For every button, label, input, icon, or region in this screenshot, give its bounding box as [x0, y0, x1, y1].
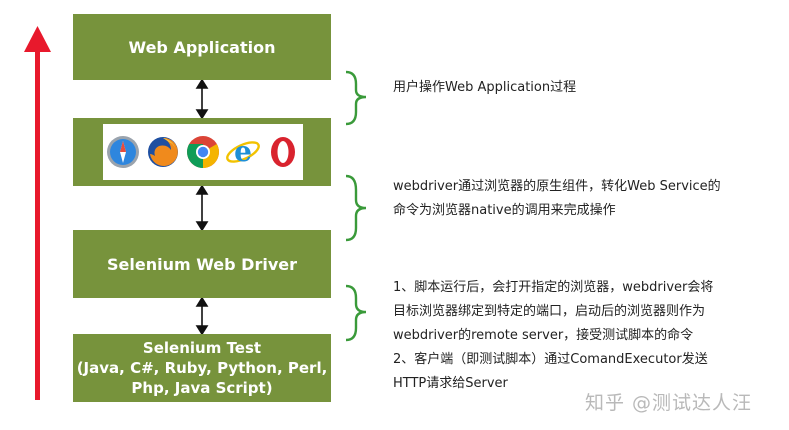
brace-2 [345, 174, 367, 242]
web-application-box: Web Application [73, 14, 331, 80]
brace-1 [345, 70, 367, 126]
flow-arrow-shaft [35, 50, 40, 400]
svg-text:e: e [234, 135, 252, 168]
watermark: 知乎 @测试达人汪 [585, 392, 753, 414]
annotation-line: webdriver通过浏览器的原生组件，转化Web Service的 [393, 179, 721, 194]
brace-3 [345, 284, 367, 342]
selenium-test-langs-line2: Php, Java Script) [131, 379, 273, 397]
selenium-web-driver-box: Selenium Web Driver [73, 230, 331, 298]
flow-arrow-head [24, 26, 51, 52]
annotation-line: 命令为浏览器native的调用来完成操作 [393, 203, 616, 218]
annotation-line: 2、客户端（即测试脚本）通过ComandExecutor发送 [393, 352, 708, 367]
selenium-test-langs-line1: (Java, C#, Ruby, Python, Perl, [76, 359, 328, 377]
annotation-line: webdriver的remote server，接受测试脚本的命令 [393, 328, 694, 343]
selenium-test-title: Selenium Test [142, 339, 262, 357]
firefox-icon [148, 137, 178, 167]
annotation-line: 用户操作Web Application过程 [393, 80, 577, 95]
double-arrow-3 [195, 296, 209, 336]
safari-icon [107, 136, 139, 168]
annotation-line: 1、脚本运行后，会打开指定的浏览器，webdriver会将 [393, 280, 714, 295]
annotation-line: 目标浏览器绑定到特定的端口，启动后的浏览器则作为 [393, 304, 706, 319]
double-arrow-2 [195, 184, 209, 232]
annotation-script-flow: 1、脚本运行后，会打开指定的浏览器，webdriver会将 目标浏览器绑定到特定… [393, 276, 713, 396]
ie-icon: e [226, 135, 260, 168]
browsers-box: e [73, 118, 331, 186]
selenium-web-driver-label: Selenium Web Driver [107, 254, 297, 274]
annotation-line: HTTP请求给Server [393, 376, 508, 391]
annotation-user-operation: 用户操作Web Application过程 [393, 76, 576, 100]
annotation-webdriver-native: webdriver通过浏览器的原生组件，转化Web Service的 命令为浏览… [393, 175, 721, 223]
double-arrow-1 [195, 78, 209, 120]
chrome-icon [187, 136, 219, 168]
web-application-label: Web Application [128, 37, 276, 57]
opera-icon [271, 137, 295, 167]
selenium-test-box: Selenium Test (Java, C#, Ruby, Python, P… [73, 334, 331, 402]
browser-icons-row: e [103, 124, 303, 180]
